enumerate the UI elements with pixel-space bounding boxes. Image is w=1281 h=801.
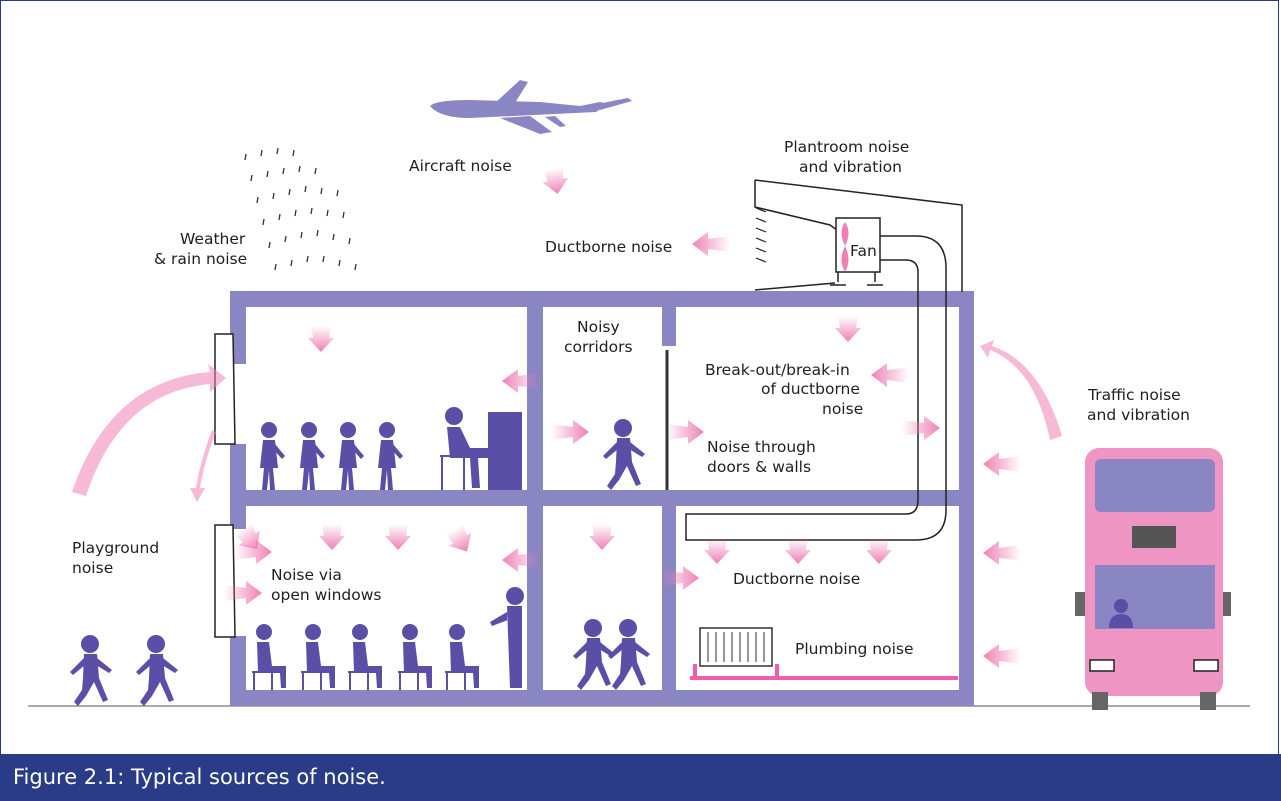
label-windows: Noise via [271, 566, 342, 584]
label-windows: open windows [271, 586, 382, 604]
label-fan: Fan [850, 242, 877, 260]
label-traffic: Traffic noise [1087, 386, 1181, 404]
label-plantroom: Plantroom noise [784, 138, 909, 156]
label-playground: Playground [72, 539, 159, 557]
label-plantroom: and vibration [799, 158, 902, 176]
figure-caption: Figure 2.1: Typical sources of noise. [0, 754, 1281, 801]
duct [685, 179, 963, 541]
label-ductborne-top: Ductborne noise [545, 238, 672, 256]
noise-sources-diagram: Aircraft noise Plantroom noise and vibra… [28, 80, 1250, 710]
people [70, 407, 650, 706]
label-traffic: and vibration [1087, 406, 1190, 424]
label-breakout: of ductborne [761, 380, 860, 398]
label-doors: doors & walls [707, 458, 811, 476]
label-corridors: corridors [564, 338, 633, 356]
label-aircraft: Aircraft noise [409, 157, 512, 175]
diagram-labels: Aircraft noise Plantroom noise and vibra… [72, 138, 1190, 658]
label-breakout: Break-out/break-in [705, 361, 850, 379]
bus-icon [1075, 448, 1231, 710]
label-breakout: noise [822, 400, 863, 418]
label-weather: Weather [180, 230, 246, 248]
radiator-icon [690, 627, 958, 680]
building-structure [230, 291, 974, 706]
window-lower [214, 524, 236, 638]
label-ductborne-bottom: Ductborne noise [733, 570, 860, 588]
fan-icon [841, 222, 849, 272]
label-doors: Noise through [707, 438, 816, 456]
rain [244, 147, 357, 271]
noise-arrows [72, 166, 1062, 668]
label-weather: & rain noise [154, 250, 247, 268]
label-plumbing: Plumbing noise [795, 640, 914, 658]
louvre [755, 207, 767, 263]
label-playground: noise [72, 559, 113, 577]
label-corridors: Noisy [577, 318, 620, 336]
window-upper [214, 333, 236, 445]
aircraft-icon [430, 80, 632, 134]
